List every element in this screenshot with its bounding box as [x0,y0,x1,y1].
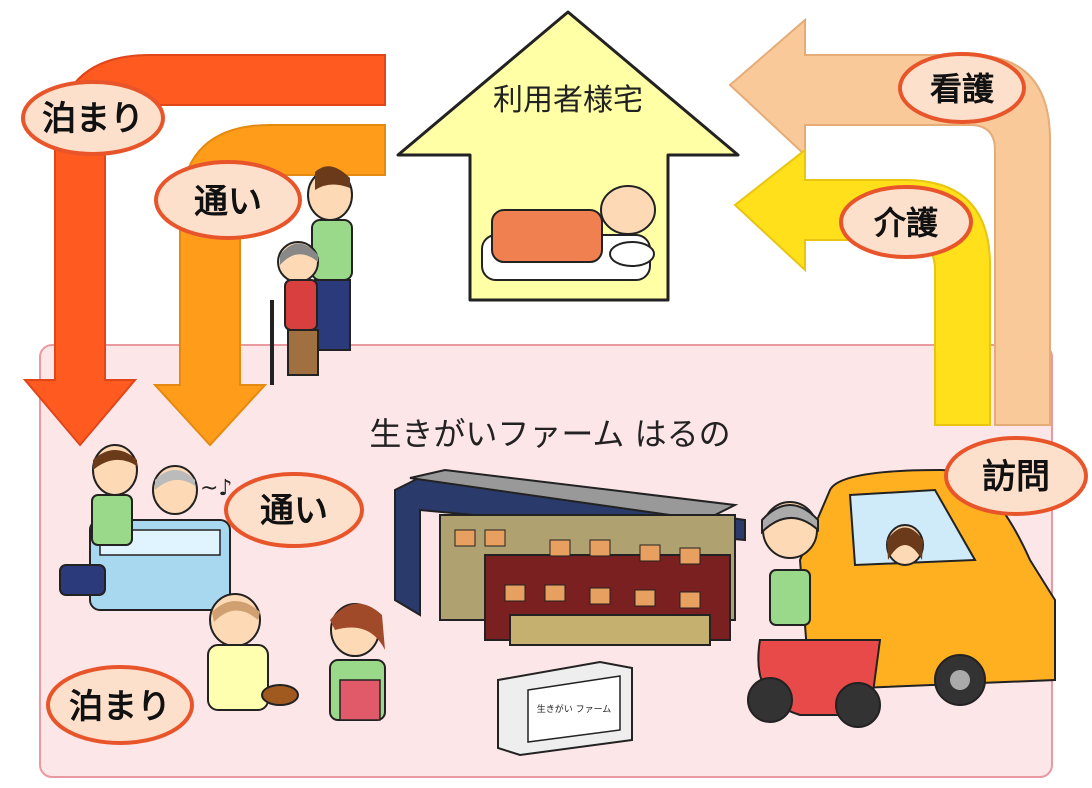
label-commute-bottom: 通い [224,472,364,548]
label-nursing: 看護 [898,52,1026,124]
house-title: 利用者様宅 [493,83,643,118]
facility-building-illustration [394,468,746,646]
label-nursing-text: 看護 [930,70,995,108]
label-commute-top: 通い [154,160,302,240]
walking-assist-illustration [270,166,353,385]
meal-assist-illustration [207,593,386,721]
label-visit: 訪問 [944,436,1088,516]
label-care: 介護 [839,185,973,259]
facility-title: 生きがいファーム はるの [369,415,730,453]
bedridden-person-illustration [481,185,656,281]
label-stay-bottom-text: 泊まり [69,687,171,727]
user-house: 利用者様宅 [396,10,740,302]
label-commute-bottom-text: 通い [260,491,328,531]
facility-sign: 生きがい ファーム [497,660,633,757]
label-commute-top-text: 通い [194,182,262,222]
label-care-text: 介護 [873,204,939,242]
label-stay-top: 泊まり [21,80,165,156]
label-visit-text: 訪問 [982,457,1050,497]
label-stay-bottom: 泊まり [46,665,194,745]
sign-text: 生きがい ファーム [537,703,612,715]
svg-text:~♪: ~♪ [200,476,232,501]
bathing-assist-illustration: ~♪ [59,444,232,611]
label-stay-top-text: 泊まり [42,99,144,139]
